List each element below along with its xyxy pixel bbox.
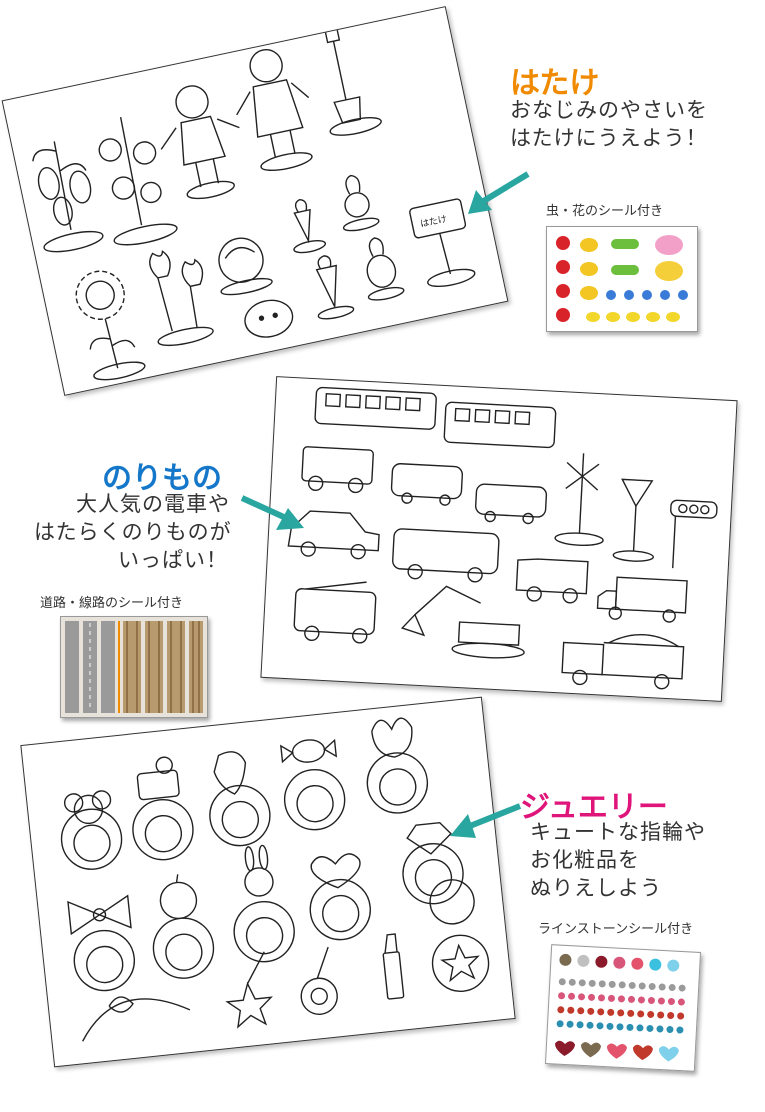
flower-stickers	[586, 290, 688, 322]
dump-truck-drawing	[561, 633, 685, 690]
rabbit-ring-drawing	[233, 844, 295, 963]
tiara-drawing	[82, 996, 191, 1042]
rhinestone-sticker-caption: ラインストーンシール付き	[538, 922, 694, 937]
bug-flower-sticker-sheet-icon	[556, 235, 688, 322]
rail-stickers	[118, 621, 203, 713]
railroad-crossing-drawing	[554, 453, 604, 547]
ladybug-stickers	[556, 236, 570, 322]
sunflower-drawing	[75, 270, 146, 381]
norimono-coloring-sheet	[260, 376, 738, 702]
rhinestone-sticker-sheet-icon	[555, 953, 686, 1062]
boy-drawing	[236, 49, 313, 172]
garbage-truck-drawing	[515, 558, 589, 604]
heart-ring-drawing	[309, 853, 371, 941]
strawberry-ring-drawing	[209, 751, 271, 847]
girl-drawing	[160, 85, 240, 200]
butterfly-stickers	[655, 235, 683, 281]
jewelry-description-line-2: お化粧品を	[530, 848, 640, 872]
bug-flower-sticker-caption: 虫・花のシール付き	[546, 204, 664, 219]
hatake-title: はたけ	[510, 66, 600, 101]
road-rail-sticker-sheet	[60, 616, 208, 718]
apple-ring-drawing	[152, 874, 215, 979]
norimono-description-line-1: 大人気の電車や	[76, 492, 230, 516]
tomato-plant-drawing	[98, 116, 178, 246]
jewelry-description-line-1: キュートな指輪や	[530, 820, 706, 844]
norimono-description-line-2: はたらくのりものが	[34, 520, 232, 544]
jewelry-coloring-sheet-icon	[60, 717, 490, 1042]
jewelry-coloring-sheet	[20, 696, 516, 1068]
road-rail-sticker-sheet-icon	[65, 621, 203, 713]
train-drawing	[314, 386, 557, 449]
field-sign-text: はたけ	[419, 214, 448, 230]
norimono-title: のりもの	[102, 461, 222, 496]
bird-ring-drawing	[366, 717, 429, 814]
excavator-drawing	[400, 585, 525, 659]
cabbage-drawing	[218, 237, 273, 296]
shovel-drawing	[322, 19, 382, 136]
traffic-light-drawing	[670, 499, 718, 569]
hatake-pointer-arrow	[468, 171, 530, 214]
flower-ring-drawing	[60, 790, 123, 870]
bug-flower-sticker-sheet	[546, 226, 698, 332]
truck-drawing	[596, 576, 688, 623]
hatake-coloring-sheet: はたけ	[1, 6, 509, 396]
candy-ring-drawing	[280, 738, 346, 831]
tulip-drawing	[149, 250, 214, 347]
potato-drawing	[244, 299, 294, 338]
carrot-drawing	[293, 198, 355, 320]
star-hairpin-drawing	[225, 951, 273, 1029]
small-rhinestone-stickers	[556, 978, 686, 1034]
jewelry-title: ジュエリー	[520, 790, 668, 825]
fire-truck-drawing	[293, 581, 377, 644]
jewelry-description-line-3: ぬりえしよう	[530, 876, 662, 900]
eggplant-plant-drawing	[32, 141, 104, 253]
road-sign-drawing	[612, 478, 654, 562]
bow-ring-drawing	[67, 894, 135, 992]
lipstick-drawing	[382, 933, 405, 1000]
diamond-ring-drawing	[402, 821, 464, 905]
jewelry-pointer-arrow	[450, 803, 522, 838]
field-sign-drawing: はたけ	[409, 198, 476, 288]
round-hairpin-drawing	[300, 946, 338, 1015]
bus-drawing	[390, 463, 548, 525]
road-stickers	[65, 621, 115, 713]
road-rail-sticker-caption: 道路・線路のシール付き	[40, 596, 184, 611]
large-rhinestone-stickers	[559, 953, 680, 972]
compact-mirror-drawing	[429, 879, 490, 993]
caterpillar-stickers	[611, 239, 639, 275]
city-bus-drawing	[392, 528, 500, 583]
bee-stickers	[580, 238, 598, 300]
taxi-drawing	[287, 510, 380, 560]
heart-rhinestone-stickers	[555, 1040, 679, 1062]
norimono-description-line-3: いっぱい！	[118, 548, 228, 572]
rhinestone-sticker-sheet	[544, 944, 702, 1072]
hatake-description-line-1: おなじみのやさいを	[510, 98, 708, 122]
radish-drawing	[342, 174, 405, 301]
cake-ring-drawing	[132, 756, 194, 861]
vehicle-coloring-sheet-icon	[287, 386, 718, 690]
hatake-description-line-2: はたけにうえよう！	[510, 126, 708, 150]
steam-locomotive-drawing	[301, 446, 374, 494]
norimono-pointer-arrow	[240, 495, 304, 530]
vegetable-coloring-sheet-icon: はたけ	[32, 19, 476, 381]
